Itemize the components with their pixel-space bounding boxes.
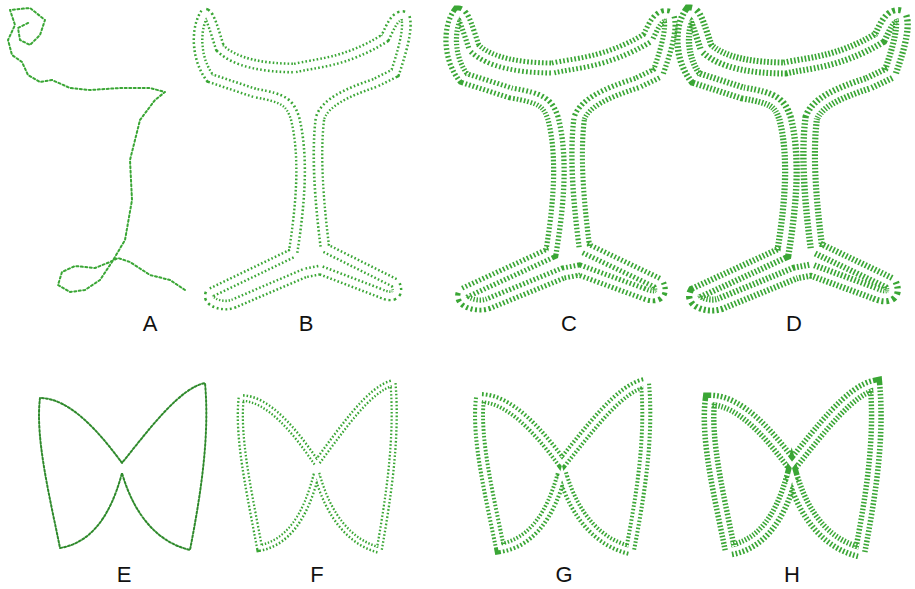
- panel-letter: G: [555, 564, 572, 586]
- panel-letter: H: [784, 564, 800, 586]
- panel-letter: B: [299, 313, 314, 335]
- butterfly-contour: [39, 383, 206, 550]
- panel-letter: D: [786, 313, 802, 335]
- panel-letter: C: [561, 313, 577, 335]
- butterfly-contour: [709, 385, 876, 552]
- t-contour: [683, 13, 902, 305]
- butterfly-contour: [479, 383, 646, 550]
- panel-letter: F: [310, 564, 323, 586]
- traced-contour: [8, 8, 185, 292]
- butterfly-contour: [240, 383, 394, 550]
- panel-letter: A: [143, 313, 158, 335]
- t-contour: [451, 13, 670, 305]
- t-contour: [198, 13, 406, 305]
- panel-letter: E: [117, 564, 132, 586]
